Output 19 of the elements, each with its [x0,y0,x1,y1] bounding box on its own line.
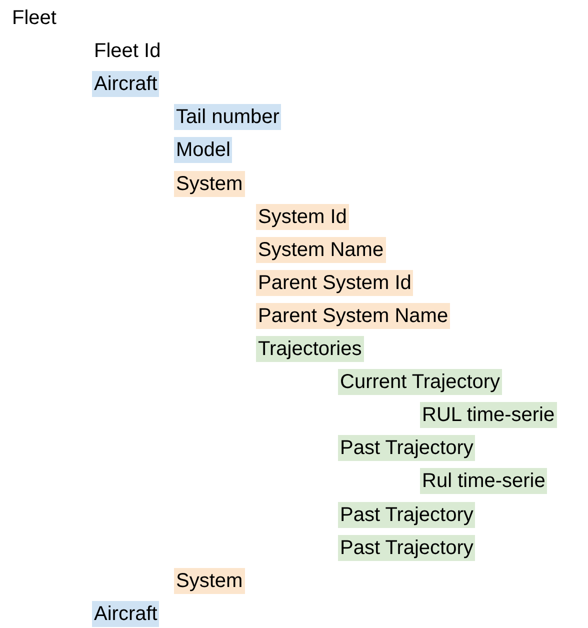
outline-item: Past Trajectory [338,534,476,561]
outline-item: Past Trajectory [338,435,476,462]
outline-item: Model [174,137,232,164]
outline-item: Aircraft [92,71,160,98]
outline-item: System Id [256,204,349,230]
outline-item: Parent System Id [256,270,414,296]
outline-item: Past Trajectory [338,502,476,528]
outline-item: Current Trajectory [338,369,502,396]
outline-item: Tail number [174,104,282,130]
outline-text: Fleet [11,6,58,31]
outline-item: Rul time-serie [420,468,548,494]
outline-item: Trajectories [256,336,364,362]
outline-item: RUL time-serie [420,402,557,428]
outline-item: System [174,170,245,196]
outline-item: Aircraft [92,600,160,627]
outline-item: System Name [256,236,386,263]
outline-item: Parent System Name [256,302,450,329]
outline-text: Fleet Id [93,39,162,64]
outline-item: System [174,568,245,594]
